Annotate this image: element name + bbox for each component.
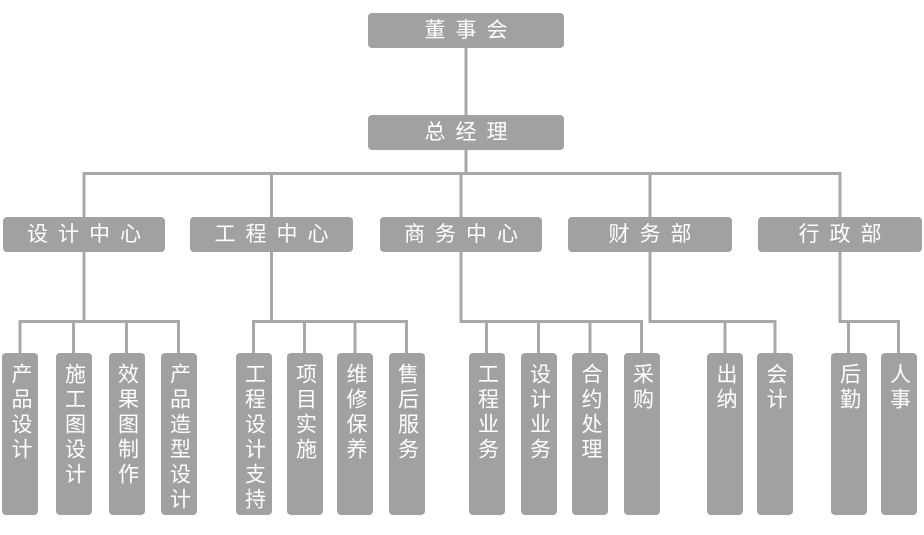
org-node-board-of-directors: 董事会 [368,13,564,48]
org-node-design-business: 设计业务 [520,353,557,515]
org-node-project-implementation: 项目实施 [286,353,323,515]
org-node-engineering-design-support: 工程设计支持 [235,353,272,515]
org-node-business-center: 商务中心 [380,217,542,252]
org-node-engineering-business: 工程业务 [468,353,505,515]
org-node-maintenance: 维修保养 [337,353,373,515]
org-node-logistics: 后勤 [830,353,867,515]
org-node-rendering-production: 效果图制作 [108,353,145,515]
org-node-design-center: 设计中心 [3,217,165,252]
org-node-product-styling-design: 产品造型设计 [160,353,197,515]
org-node-human-resources: 人事 [880,353,917,515]
org-node-procurement: 采购 [623,353,660,515]
org-node-contract-processing: 合约处理 [572,353,608,515]
org-node-construction-drawing-design: 施工图设计 [55,353,92,515]
org-node-after-sales-service: 售后服务 [388,353,425,515]
org-node-accounting: 会计 [757,353,793,515]
org-node-general-manager: 总经理 [368,115,564,150]
org-node-product-design: 产品设计 [2,353,38,515]
org-node-finance-dept: 财务部 [568,217,732,252]
org-node-admin-dept: 行政部 [758,217,922,252]
org-node-engineering-center: 工程中心 [190,217,353,252]
org-node-cashier: 出纳 [707,353,743,515]
